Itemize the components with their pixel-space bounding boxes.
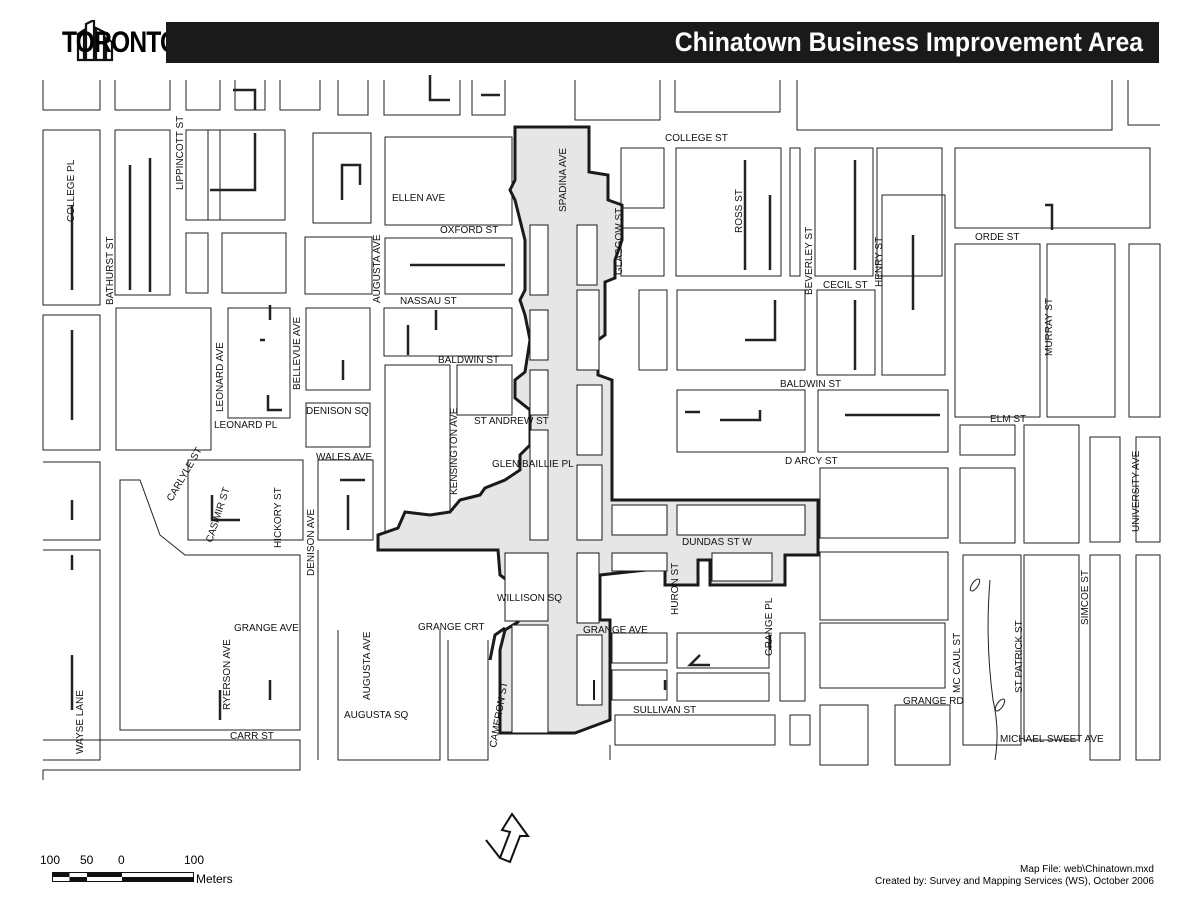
street-label: SIMCOE ST [1080,570,1091,625]
street-label: LEONARD AVE [215,342,226,412]
street-label: WAYSE LANE [75,690,86,754]
street-label: GRANGE CRT [418,622,485,633]
street-label: WALES AVE [316,452,372,463]
map-file-text: Map File: web\Chinatown.mxd [1020,864,1154,875]
street-label: ELM ST [990,414,1026,425]
street-label: ROSS ST [734,189,745,233]
street-label: DENISON SQ [306,406,369,417]
street-label: OXFORD ST [440,225,498,236]
street-label: GRANGE AVE [583,625,648,636]
park-feature-icon [969,578,981,592]
scale-label: 100 [40,853,61,867]
street-label: BELLEVUE AVE [292,316,303,390]
street-label: LIPPINCOTT ST [175,116,186,190]
street-label: COLLEGE ST [665,133,728,144]
street-label: BALDWIN ST [438,355,499,366]
street-label: DUNDAS ST W [682,537,752,548]
street-label: COLLEGE PL [66,159,77,222]
page-title: Chinatown Business Improvement Area [674,27,1143,57]
street-label: GRANGE AVE [234,623,299,634]
street-label: UNIVERSITY AVE [1131,450,1142,532]
scale-labels: 100 50 0 100 [40,853,220,869]
street-label: GRANGE PL [764,597,775,656]
street-label: RYERSON AVE [222,639,233,710]
scale-label: 0 [118,853,125,867]
street-label: HENRY ST [874,237,885,287]
street-label: GLEN BAILLIE PL [492,459,574,470]
street-label: KENSINGTON AVE [449,407,460,495]
street-label: HICKORY ST [273,487,284,548]
street-label: SULLIVAN ST [633,705,696,716]
map-credits: Map File: web\Chinatown.mxd Created by: … [875,864,1154,888]
street-label: CARLYLE ST [165,446,205,504]
scale-label: 100 [184,853,205,867]
logo-text: TORONTO [62,26,179,59]
street-label: WILLISON SQ [497,593,562,604]
street-label: HURON ST [670,563,681,615]
street-label: GLASGOW ST [614,208,625,275]
street-label: CARR ST [230,731,274,742]
street-label: AUGUSTA SQ [344,710,408,721]
street-label: MICHAEL SWEET AVE [1000,734,1104,745]
street-label: BATHURST ST [105,236,116,305]
street-label: DENISON AVE [306,509,317,576]
park-feature-icon [994,698,1006,712]
bia-inner-blocks [504,224,806,734]
street-label: SPADINA AVE [558,148,569,212]
street-label: ELLEN AVE [392,193,446,204]
street-label: MC CAUL ST [952,633,963,693]
title-bar: Chinatown Business Improvement Area [166,22,1159,63]
street-label: CASIMIR ST [204,486,232,544]
created-by-text: Created by: Survey and Mapping Services … [874,876,1154,887]
street-label: CECIL ST [823,280,868,291]
toronto-logo-icon [76,20,114,62]
scale-unit: Meters [196,872,233,886]
alley-marks [70,75,1054,720]
street-label: BALDWIN ST [780,379,841,390]
street-label: AUGUSTA AVE [362,631,373,700]
street-label: ORDE ST [975,232,1019,243]
street-label: AUGUSTA AVE [372,234,383,303]
north-arrow-icon [485,812,530,864]
street-label: BEVERLEY ST [804,227,815,295]
street-label: ST ANDREW ST [474,416,549,427]
street-label: MURRAY ST [1044,298,1055,356]
street-label: D ARCY ST [785,456,838,467]
scale-label: 50 [80,853,94,867]
street-label: GRANGE RD [903,696,964,707]
scale-bar [52,872,194,882]
street-label: NASSAU ST [400,296,457,307]
street-label: LEONARD PL [214,420,278,431]
street-label: ST PATRICK ST [1014,620,1025,693]
